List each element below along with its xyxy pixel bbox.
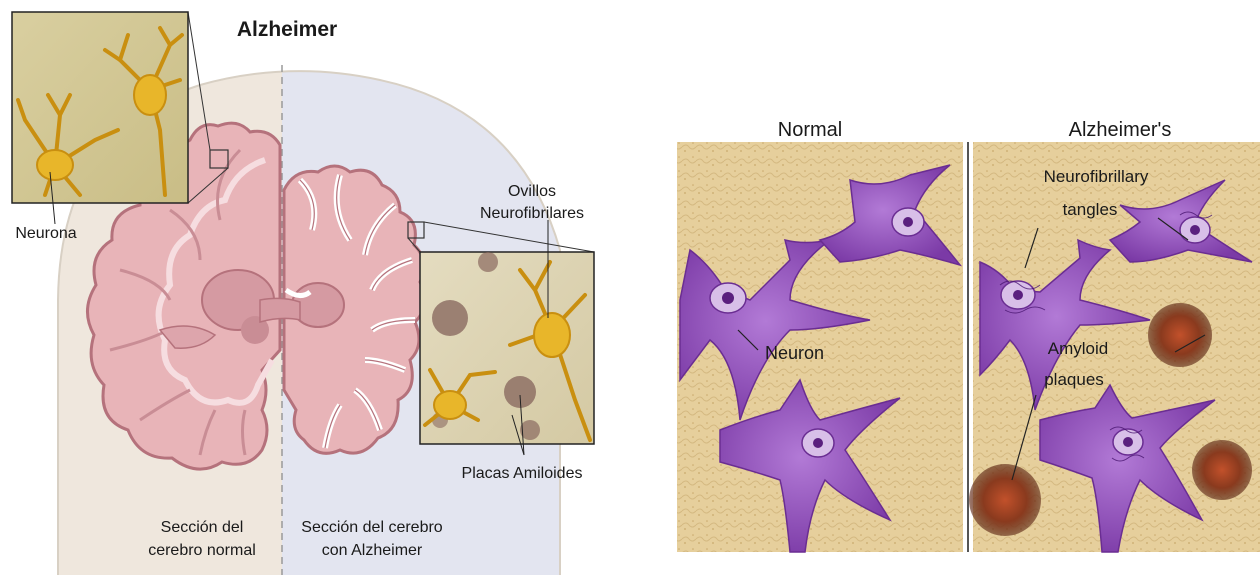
tangles-label-line2: tangles bbox=[1063, 200, 1118, 219]
amyloid-label-line2: plaques bbox=[1044, 370, 1104, 389]
tangles-label-line1: Neurofibrillary bbox=[1044, 167, 1149, 186]
alzheimer-spanish-illustration: Alzheimer Neurona Ovillos Neurofibrilare… bbox=[0, 0, 640, 575]
right-illustration-svg: Normal Alzheimer's Neuron bbox=[640, 0, 1260, 575]
left-title: Alzheimer bbox=[237, 18, 337, 41]
amyloid-label-line1: Amyloid bbox=[1048, 339, 1108, 358]
normal-tissue-panel: Neuron bbox=[677, 142, 963, 552]
ovillos-label-line2: Neurofibrilares bbox=[480, 205, 584, 222]
header-alzheimers: Alzheimer's bbox=[1069, 119, 1172, 141]
normal-section-label-line1: Sección del bbox=[161, 519, 244, 536]
neuron-label: Neuron bbox=[765, 343, 824, 363]
normal-section-label-line2: cerebro normal bbox=[148, 542, 256, 559]
ovillos-label-line1: Ovillos bbox=[508, 183, 556, 200]
alz-section-label-line2: con Alzheimer bbox=[322, 542, 423, 559]
inset-alzheimer-neurons bbox=[420, 252, 594, 444]
header-normal: Normal bbox=[778, 119, 842, 141]
alz-section-label-line1: Sección del cerebro bbox=[301, 519, 443, 536]
left-illustration-svg: Alzheimer Neurona Ovillos Neurofibrilare… bbox=[0, 0, 640, 575]
neuron-comparison-illustration: Normal Alzheimer's Neuron bbox=[640, 0, 1260, 575]
placas-label: Placas Amiloides bbox=[462, 465, 583, 482]
neurona-label: Neurona bbox=[15, 225, 76, 242]
alzheimer-tissue-panel: Neurofibrillary tangles Amyloid plaques bbox=[969, 142, 1260, 552]
inset-normal-neurons bbox=[12, 12, 188, 203]
